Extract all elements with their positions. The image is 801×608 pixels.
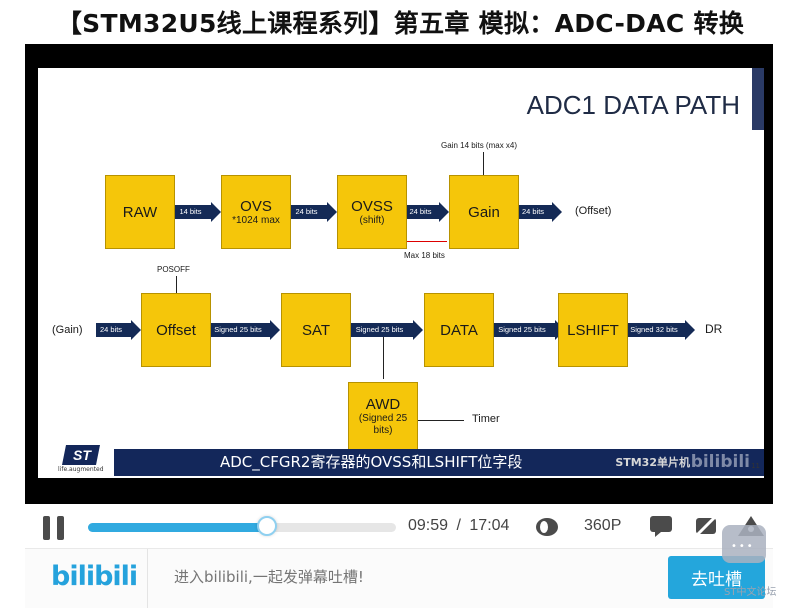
block-offset-label: Offset (156, 321, 196, 339)
danmaku-input[interactable] (172, 567, 656, 587)
player-controls: 09:59 / 17:04 360P (25, 504, 773, 548)
quality-selector[interactable]: 360P (584, 517, 622, 534)
max18-label: Max 18 bits (404, 251, 445, 260)
slide-accent-bar (752, 68, 764, 130)
danmaku-bubble-icon[interactable] (649, 515, 673, 537)
pause-button[interactable] (43, 516, 65, 540)
total-time: 17:04 (469, 517, 510, 534)
gain-note-line (483, 152, 484, 175)
block-gain-label: Gain (468, 203, 500, 221)
block-awd-sub: (Signed 25 bits) (358, 412, 408, 436)
time-separator: / (456, 517, 461, 534)
arrow-lshift-dr: Signed 32 bits (628, 320, 695, 340)
banner-caption: ADC_CFGR2寄存器的OVSS和LSHIFT位字段 (220, 453, 523, 471)
channel-watermark: STM32单片机 (615, 456, 690, 469)
arrow-ovs-ovss: 24 bits (291, 202, 337, 222)
arrow-raw-ovs: 14 bits (175, 202, 221, 222)
block-ovs-sub: *1024 max (232, 214, 280, 226)
slide-number: 11 (751, 462, 760, 470)
timer-label: Timer (472, 413, 500, 425)
danmaku-settings-icon[interactable] (693, 515, 719, 537)
awd-timer-line (418, 420, 464, 421)
st-logo-icon: ST (62, 445, 100, 465)
pause-icon-bar (57, 516, 64, 540)
sat-awd-line (383, 337, 384, 379)
block-gain: Gain (449, 175, 519, 249)
arrow-offset-sat: Signed 25 bits (211, 320, 280, 340)
send-danmaku-button[interactable]: 去吐槽 (668, 556, 765, 599)
arrow-sat-data: Signed 25 bits (351, 320, 423, 340)
dr-label: DR (705, 322, 723, 336)
gain-in-label: (Gain) (52, 324, 83, 336)
block-ovss-label: OVSS (351, 197, 393, 215)
time-display: 09:59 / 17:04 (408, 517, 509, 535)
svg-text:ST: ST (73, 447, 92, 463)
block-ovs-label: OVS (240, 197, 272, 215)
arrow-data-lshift: Signed 25 bits (494, 320, 565, 340)
bottom-bar: bilibili 去吐槽 (25, 548, 773, 608)
progress-knob[interactable] (256, 516, 277, 536)
progress-bar[interactable] (88, 516, 396, 536)
block-sat: SAT (281, 293, 351, 367)
block-ovss: OVSS (shift) (337, 175, 407, 249)
chat-bubble-icon (722, 525, 766, 563)
slide-banner: ADC_CFGR2寄存器的OVSS和LSHIFT位字段 STM32单片机 bil… (114, 449, 764, 476)
current-time: 09:59 (408, 517, 449, 534)
divider (147, 549, 148, 608)
chat-dots-icon: ••• (731, 541, 755, 552)
block-lshift-label: LSHIFT (567, 321, 619, 339)
red-connector (407, 241, 447, 242)
block-data: DATA (424, 293, 494, 367)
block-data-label: DATA (440, 321, 478, 339)
video-slide: ADC1 DATA PATH Gain 14 bits (max x4) RAW… (38, 68, 764, 478)
block-ovs: OVS *1024 max (221, 175, 291, 249)
block-raw: RAW (105, 175, 175, 249)
block-awd: AWD (Signed 25 bits) (348, 382, 418, 450)
posoff-label: POSOFF (157, 265, 190, 274)
block-lshift: LSHIFT (558, 293, 628, 367)
arrow-gain-offset: 24 bits (519, 202, 562, 222)
posoff-line (176, 276, 177, 293)
pause-icon (43, 516, 50, 540)
arrow-gain-offset-in: 24 bits (96, 320, 141, 340)
block-offset: Offset (141, 293, 211, 367)
block-awd-label: AWD (365, 395, 401, 413)
forum-badge-label: ST中文论坛 (724, 587, 777, 598)
gain-note-label: Gain 14 bits (max x4) (441, 141, 518, 150)
offset-out-label: (Offset) (575, 205, 612, 217)
slide-title: ADC1 DATA PATH (526, 90, 740, 120)
block-ovss-sub: (shift) (359, 214, 385, 226)
page-title: 【STM32U5线上课程系列】第五章 模拟：ADC-DAC 转换 (56, 9, 745, 38)
arrow-ovss-gain: 24 bits (407, 202, 449, 222)
block-sat-label: SAT (301, 321, 331, 339)
progress-fill (88, 523, 267, 532)
bilibili-watermark: bilibili (690, 452, 750, 472)
bilibili-logo[interactable]: bilibili (51, 561, 138, 592)
danmaku-toggle-icon[interactable] (535, 516, 559, 538)
forum-badge[interactable]: ••• ST中文论坛 (722, 517, 794, 598)
block-raw-label: RAW (122, 203, 158, 221)
st-tagline: life.augmented (58, 466, 104, 473)
